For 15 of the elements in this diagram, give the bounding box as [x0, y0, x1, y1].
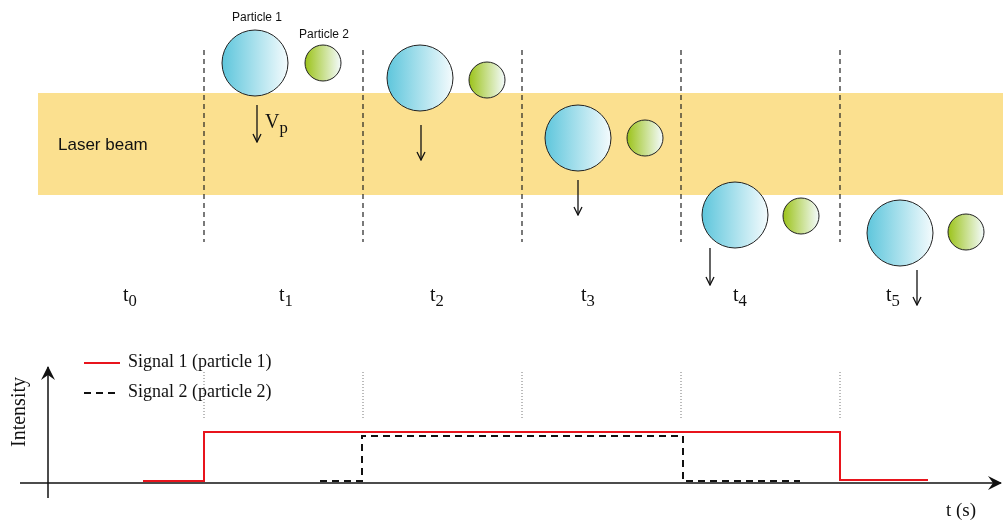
time-label: t$_{1}$ [279, 283, 293, 311]
particle-label: Particle 1 [232, 10, 283, 24]
band-label: Laser beam [58, 135, 148, 155]
time-label: t$_{2}$ [430, 283, 444, 311]
time-label: t$_{4}$ [733, 283, 747, 311]
time-label: t$_{3}$ [581, 283, 595, 311]
time-label: t$_{5}$ [886, 283, 900, 311]
axis-label: Intensity [6, 377, 30, 447]
particle-label: Particle 2 [299, 27, 350, 41]
velocity-label: V$_{p}$ [265, 110, 288, 138]
legend-label: Signal 2 (particle 2) [128, 381, 272, 402]
time-label: t$_{0}$ [123, 283, 137, 311]
laser-beam-band [38, 93, 1003, 195]
legend-label: Signal 1 (particle 1) [128, 351, 272, 372]
axis-label: t (s) [946, 499, 977, 521]
